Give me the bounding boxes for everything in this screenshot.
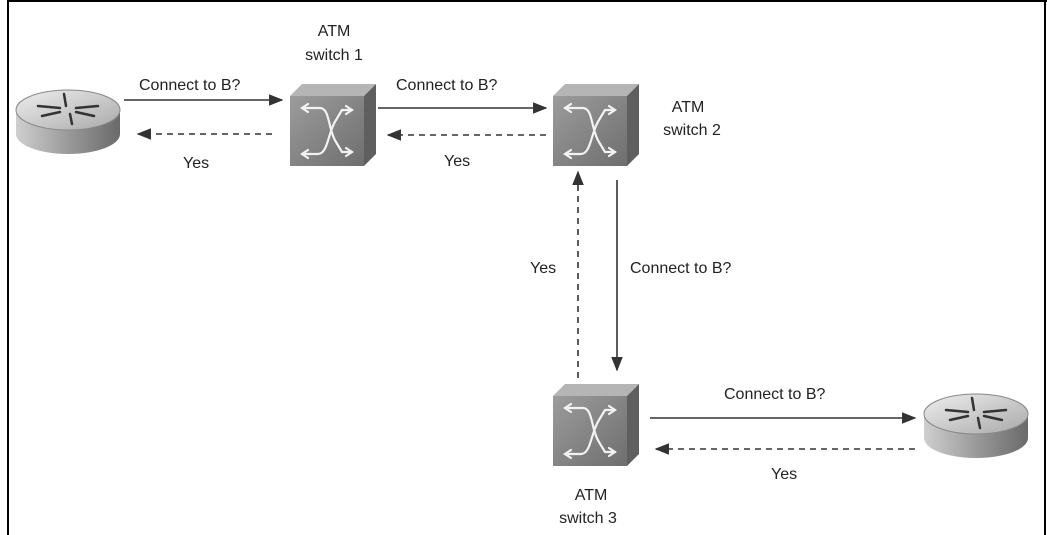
atm-switch-1: [290, 84, 376, 166]
switch-3-label-line1: ATM: [575, 487, 608, 504]
msg-s1-s2-request: Connect to B?: [396, 77, 498, 94]
msg-s3-r2-request: Connect to B?: [724, 386, 826, 403]
switch-1-label-line2: switch 1: [305, 47, 363, 64]
msg-s2-s3-request: Connect to B?: [630, 260, 732, 277]
msg-r2-s3-reply: Yes: [771, 466, 797, 483]
atm-switch-icon: [290, 84, 376, 166]
msg-r1-s1-request: Connect to B?: [139, 77, 241, 94]
router-a: [15, 89, 121, 154]
atm-switch-icon: [553, 384, 639, 466]
atm-switch-icon: [553, 84, 639, 166]
router-icon: [923, 393, 1029, 458]
router-b: [923, 393, 1029, 458]
msg-s3-s2-reply: Yes: [530, 260, 556, 277]
switch-3-label-line2: switch 3: [559, 510, 617, 527]
switch-2-label-line1: ATM: [672, 99, 705, 116]
switch-1-label-line1: ATM: [318, 23, 351, 40]
msg-s1-s2-reply: Yes: [444, 153, 470, 170]
msg-r1-s1-reply: Yes: [183, 155, 209, 172]
switch-2-label-line2: switch 2: [663, 122, 721, 139]
atm-switch-3: [553, 384, 639, 466]
router-icon: [15, 89, 121, 154]
atm-switch-2: [553, 84, 639, 166]
